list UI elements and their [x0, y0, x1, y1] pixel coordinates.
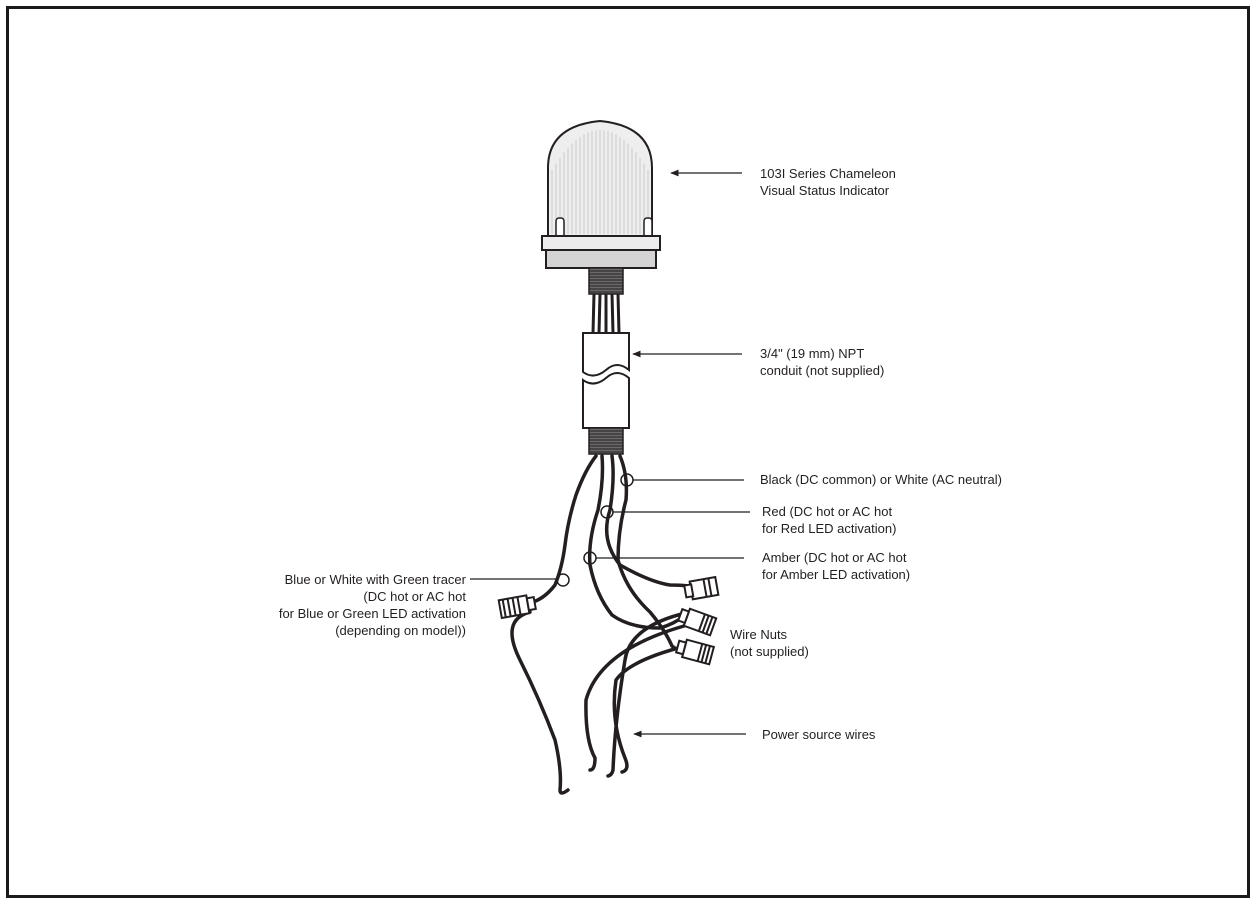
fixture-wires	[531, 454, 692, 653]
power-source-wires	[510, 610, 692, 795]
label-power-wires: Power source wires	[762, 727, 876, 742]
label-amber-wire: Amber (DC hot or AC hot for Amber LED ac…	[762, 550, 911, 582]
wire-nut-top	[683, 575, 720, 601]
power-wire-2	[584, 624, 686, 772]
wire-amber	[587, 454, 686, 630]
label-black-wire: Black (DC common) or White (AC neutral)	[760, 472, 1002, 487]
wire-nut-left	[497, 594, 537, 620]
wire-black	[616, 454, 684, 653]
label-blue-wire: Blue or White with Green tracer (DC hot …	[278, 572, 466, 638]
power-wire-4	[612, 644, 688, 774]
power-wire-1	[510, 610, 570, 795]
lower-thread	[588, 427, 624, 455]
wire-blue	[531, 454, 598, 604]
power-wire-3	[606, 610, 692, 778]
indicator-base	[541, 235, 661, 269]
wire-nut-middle	[676, 607, 718, 637]
indicator-dome	[547, 119, 653, 241]
upper-wires	[591, 293, 621, 334]
upper-thread	[588, 267, 624, 295]
label-conduit: 3/4" (19 mm) NPT conduit (not supplied)	[760, 346, 885, 378]
conduit	[582, 332, 630, 429]
diagram-frame	[6, 6, 1250, 898]
wire-nut-bottom	[674, 638, 716, 666]
label-wire-nuts: Wire Nuts (not supplied)	[730, 627, 809, 659]
label-red-wire: Red (DC hot or AC hot for Red LED activa…	[762, 504, 897, 536]
leader-lines	[470, 169, 750, 738]
marker-blue	[556, 573, 570, 587]
label-indicator: 103I Series Chameleon Visual Status Indi…	[760, 166, 896, 198]
